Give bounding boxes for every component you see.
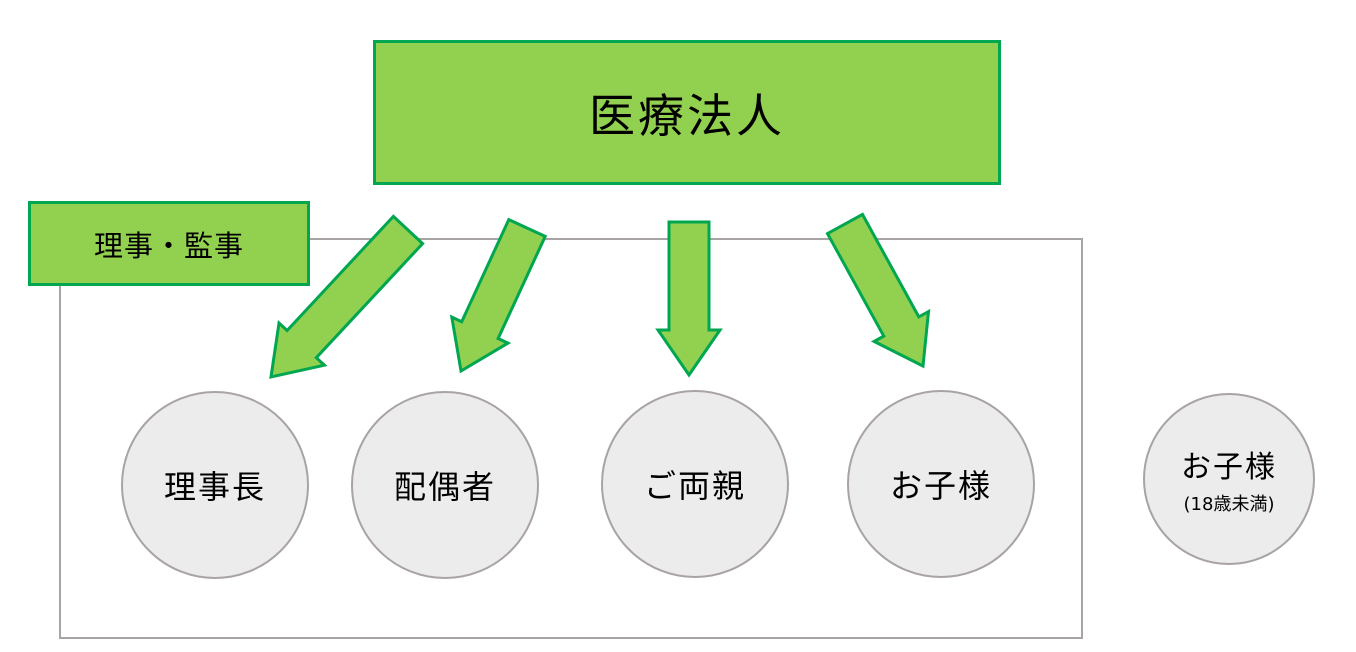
member-label-child-under18: お子様	[1181, 450, 1277, 485]
member-label-spouse: 配偶者	[393, 468, 496, 506]
root-box: 医療法人	[373, 40, 1001, 185]
root-box-label: 医療法人	[589, 88, 785, 143]
member-circle-child: お子様	[847, 390, 1035, 578]
group-label-box: 理事・監事	[28, 201, 310, 286]
members-frame	[59, 238, 1083, 639]
member-circle-parents: ご両親	[601, 390, 789, 578]
member-label-parents: ご両親	[643, 467, 746, 505]
member-label-child: お子様	[889, 467, 992, 505]
member-circle-spouse: 配偶者	[351, 391, 539, 579]
member-sublabel-under18: (18歳未満)	[1183, 494, 1275, 515]
member-label-chairman: 理事長	[163, 468, 266, 506]
member-circle-chairman: 理事長	[121, 391, 309, 579]
group-label: 理事・監事	[93, 228, 244, 263]
member-circle-child-under18: お子様 (18歳未満)	[1143, 393, 1315, 565]
